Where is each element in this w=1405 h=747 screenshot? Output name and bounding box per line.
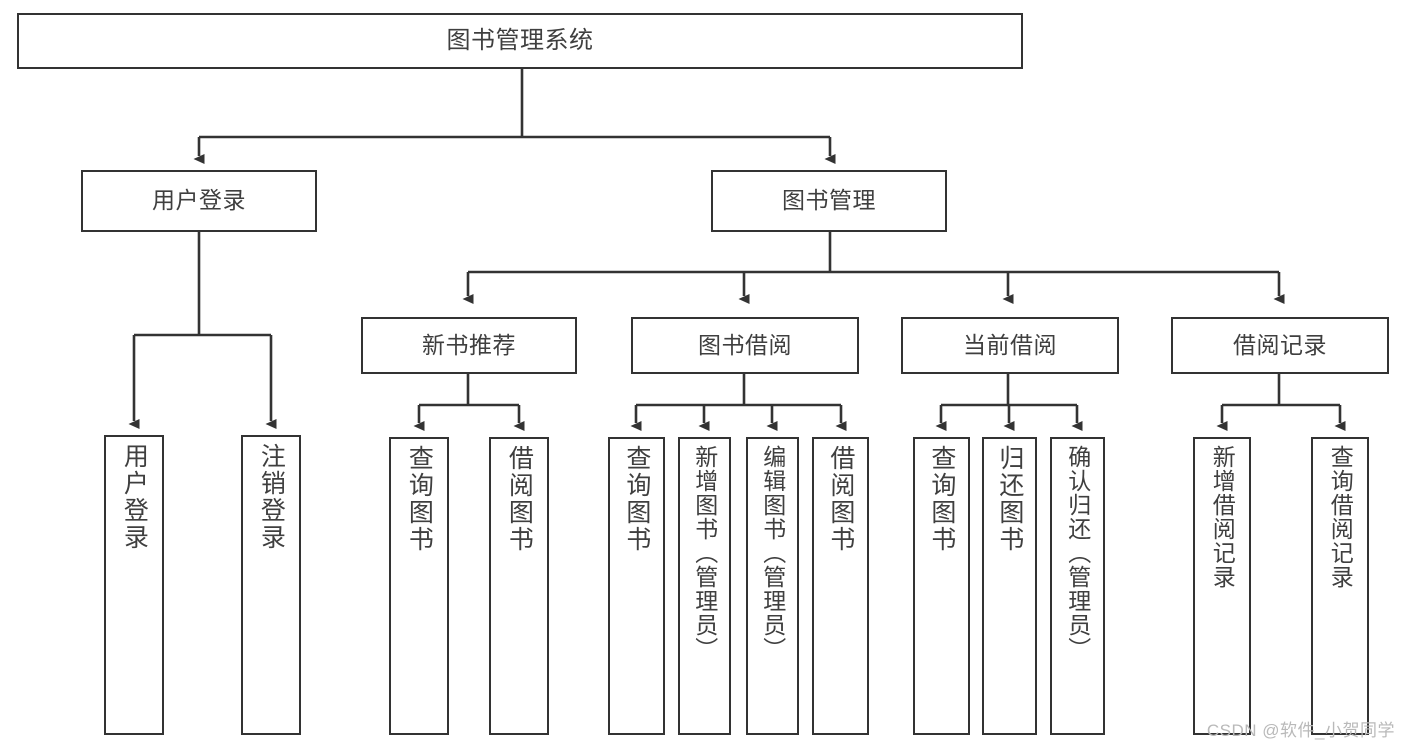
node-label: 确认归还（管理员） bbox=[1064, 445, 1091, 661]
node-leaf-newbook-borrow[interactable]: 借阅图书 bbox=[489, 437, 549, 735]
node-new-book-recommend[interactable]: 新书推荐 bbox=[361, 317, 577, 374]
node-label: 图书借阅 bbox=[698, 331, 792, 358]
node-label: 借阅记录 bbox=[1233, 331, 1327, 358]
node-leaf-borrowbook-query[interactable]: 查询图书 bbox=[608, 437, 665, 735]
csdn-watermark: CSDN @软件_小贺同学 bbox=[1206, 721, 1395, 740]
node-borrow-record[interactable]: 借阅记录 bbox=[1171, 317, 1389, 374]
node-label: 当前借阅 bbox=[963, 331, 1057, 358]
node-label: 查询借阅记录 bbox=[1327, 445, 1354, 589]
node-label: 用户登录 bbox=[152, 187, 246, 214]
node-leaf-currentborrow-return[interactable]: 归还图书 bbox=[982, 437, 1037, 735]
node-label: 借阅图书 bbox=[505, 445, 534, 553]
node-label: 查询图书 bbox=[622, 445, 651, 553]
node-leaf-borrowrecord-add[interactable]: 新增借阅记录 bbox=[1193, 437, 1251, 735]
node-leaf-borrowbook-edit[interactable]: 编辑图书（管理员） bbox=[746, 437, 799, 735]
node-leaf-user-login-signout[interactable]: 注销登录 bbox=[241, 435, 301, 735]
node-root-system[interactable]: 图书管理系统 bbox=[17, 13, 1023, 69]
node-label: 图书管理 bbox=[782, 187, 876, 214]
node-book-borrow[interactable]: 图书借阅 bbox=[631, 317, 859, 374]
node-book-management[interactable]: 图书管理 bbox=[711, 170, 947, 232]
node-label: 注销登录 bbox=[257, 443, 286, 551]
node-label: 借阅图书 bbox=[826, 445, 855, 553]
node-label: 新书推荐 bbox=[422, 331, 516, 358]
node-label: 图书管理系统 bbox=[446, 26, 594, 54]
node-user-login[interactable]: 用户登录 bbox=[81, 170, 317, 232]
node-leaf-currentborrow-query[interactable]: 查询图书 bbox=[913, 437, 970, 735]
node-leaf-borrowrecord-query[interactable]: 查询借阅记录 bbox=[1311, 437, 1369, 735]
node-leaf-user-login-signin[interactable]: 用户登录 bbox=[104, 435, 164, 735]
node-label: 查询图书 bbox=[927, 445, 956, 553]
node-leaf-borrowbook-add[interactable]: 新增图书（管理员） bbox=[678, 437, 731, 735]
node-label: 新增图书（管理员） bbox=[691, 445, 718, 661]
node-leaf-currentborrow-confirm-return[interactable]: 确认归还（管理员） bbox=[1050, 437, 1105, 735]
node-label: 新增借阅记录 bbox=[1209, 445, 1236, 589]
node-label: 编辑图书（管理员） bbox=[759, 445, 786, 661]
node-label: 查询图书 bbox=[405, 445, 434, 553]
node-label: 用户登录 bbox=[120, 443, 149, 551]
node-leaf-borrowbook-borrow[interactable]: 借阅图书 bbox=[812, 437, 869, 735]
node-leaf-newbook-query[interactable]: 查询图书 bbox=[389, 437, 449, 735]
node-label: 归还图书 bbox=[995, 445, 1024, 553]
node-current-borrow[interactable]: 当前借阅 bbox=[901, 317, 1119, 374]
